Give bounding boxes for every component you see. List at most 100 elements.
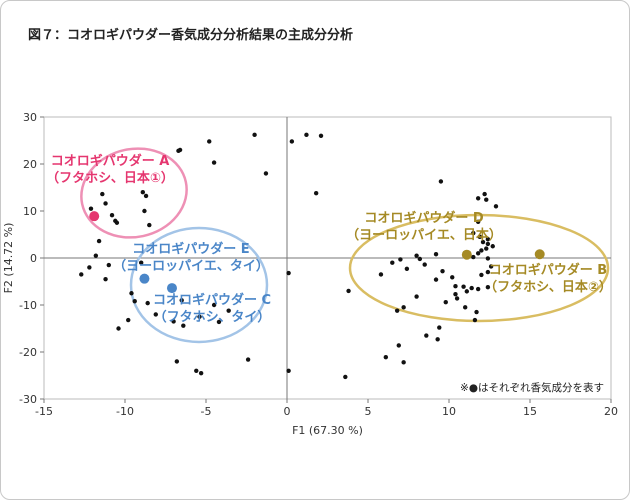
compound-point [304, 132, 309, 138]
compound-point [475, 219, 481, 225]
compound-point [263, 171, 269, 176]
compound-point [493, 204, 499, 209]
compound-point [414, 253, 419, 258]
compound-point [378, 272, 384, 277]
compound-point [417, 256, 423, 262]
compound-point [480, 239, 486, 245]
compound-point [143, 193, 149, 199]
compound-point [116, 326, 121, 331]
compound-point [398, 257, 403, 262]
compound-point [475, 286, 481, 292]
compound-point [211, 160, 217, 165]
group-bd-ellipse [348, 213, 610, 323]
sample-point [534, 249, 545, 260]
compound-point [461, 284, 466, 289]
compound-point [485, 269, 491, 275]
compound-point [87, 265, 92, 270]
compound-point [433, 252, 439, 257]
compound-point [79, 272, 84, 277]
compound-point [471, 254, 476, 260]
sample-sublabel: （フタホシ、日本①） [46, 170, 174, 186]
y-tick-label: 20 [23, 158, 37, 171]
compound-point [477, 234, 482, 240]
compound-point [443, 299, 448, 305]
compound-point [245, 357, 251, 362]
group-ce-ellipse [129, 226, 269, 344]
x-tick-label: 5 [365, 405, 372, 418]
compound-point [390, 260, 395, 265]
compound-point [145, 300, 150, 306]
compound-point [424, 333, 429, 338]
compound-point [153, 312, 158, 317]
compound-point [286, 368, 291, 373]
compound-point [485, 241, 491, 247]
compound-point [485, 256, 491, 261]
x-tick-label: -10 [116, 405, 134, 418]
x-tick-label: 15 [523, 405, 537, 418]
y-tick-label: 0 [30, 252, 37, 265]
compound-point [479, 272, 484, 278]
compound-point [103, 201, 108, 206]
compound-point [414, 294, 419, 299]
figure-title: 図７：コオロギパウダー香気成分分析結果の主成分分析 [28, 28, 354, 43]
compound-point [346, 288, 351, 294]
compound-point [88, 206, 94, 211]
compound-point [437, 325, 442, 330]
compound-point [453, 284, 458, 289]
x-tick-label: 10 [442, 405, 456, 418]
compound-point [132, 299, 137, 304]
compound-point [484, 246, 489, 251]
y-tick-label: -30 [19, 393, 37, 406]
compound-point [482, 191, 487, 197]
compound-point [464, 289, 470, 294]
sample-point [461, 249, 472, 260]
compound-point [114, 220, 120, 225]
compound-point [313, 190, 319, 196]
sample-point [139, 273, 150, 284]
compound-point [485, 237, 491, 242]
sample-sublabel: （ヨーロッパイエ、日本） [346, 227, 502, 243]
compound-point [171, 319, 176, 324]
compound-point [207, 139, 212, 144]
compound-point [126, 317, 131, 323]
sample-points [89, 211, 545, 294]
y-tick-label: -10 [19, 299, 37, 312]
compound-point [440, 268, 445, 274]
compound-point [252, 132, 257, 138]
compound-point [472, 317, 478, 323]
compound-point [453, 291, 458, 297]
group-ellipses [80, 147, 610, 344]
compound-point [318, 133, 324, 138]
compound-point [142, 208, 147, 214]
compound-point [401, 305, 406, 310]
sample-sublabel: （フタホシ、日本②） [484, 279, 612, 295]
compound-point [181, 323, 186, 328]
compound-point [484, 197, 489, 202]
x-tick-label: 20 [604, 405, 618, 418]
compound-point [226, 308, 231, 313]
compound-point [485, 284, 491, 290]
compound-point [100, 191, 105, 197]
legend-note: ※●はそれぞれ香気成分を表す [460, 381, 604, 394]
compound-point [103, 276, 108, 282]
compound-point [343, 374, 348, 380]
sample-label: コオロギパウダー B [489, 262, 607, 278]
compound-point [177, 147, 183, 153]
sample-point [89, 211, 100, 222]
y-tick-label: 30 [23, 111, 37, 124]
x-axis-title: F1 (67.30 %) [292, 424, 363, 437]
compound-point [129, 291, 134, 296]
y-tick-label: -20 [19, 346, 37, 359]
compound-point [469, 285, 474, 291]
compound-point [286, 270, 291, 276]
compound-point [211, 302, 217, 308]
compound-point [479, 248, 484, 253]
compound-point [216, 319, 222, 325]
sample-label: コオロギパウダー E [132, 241, 249, 257]
x-tick-label: 0 [284, 405, 291, 418]
compound-point [474, 309, 479, 315]
